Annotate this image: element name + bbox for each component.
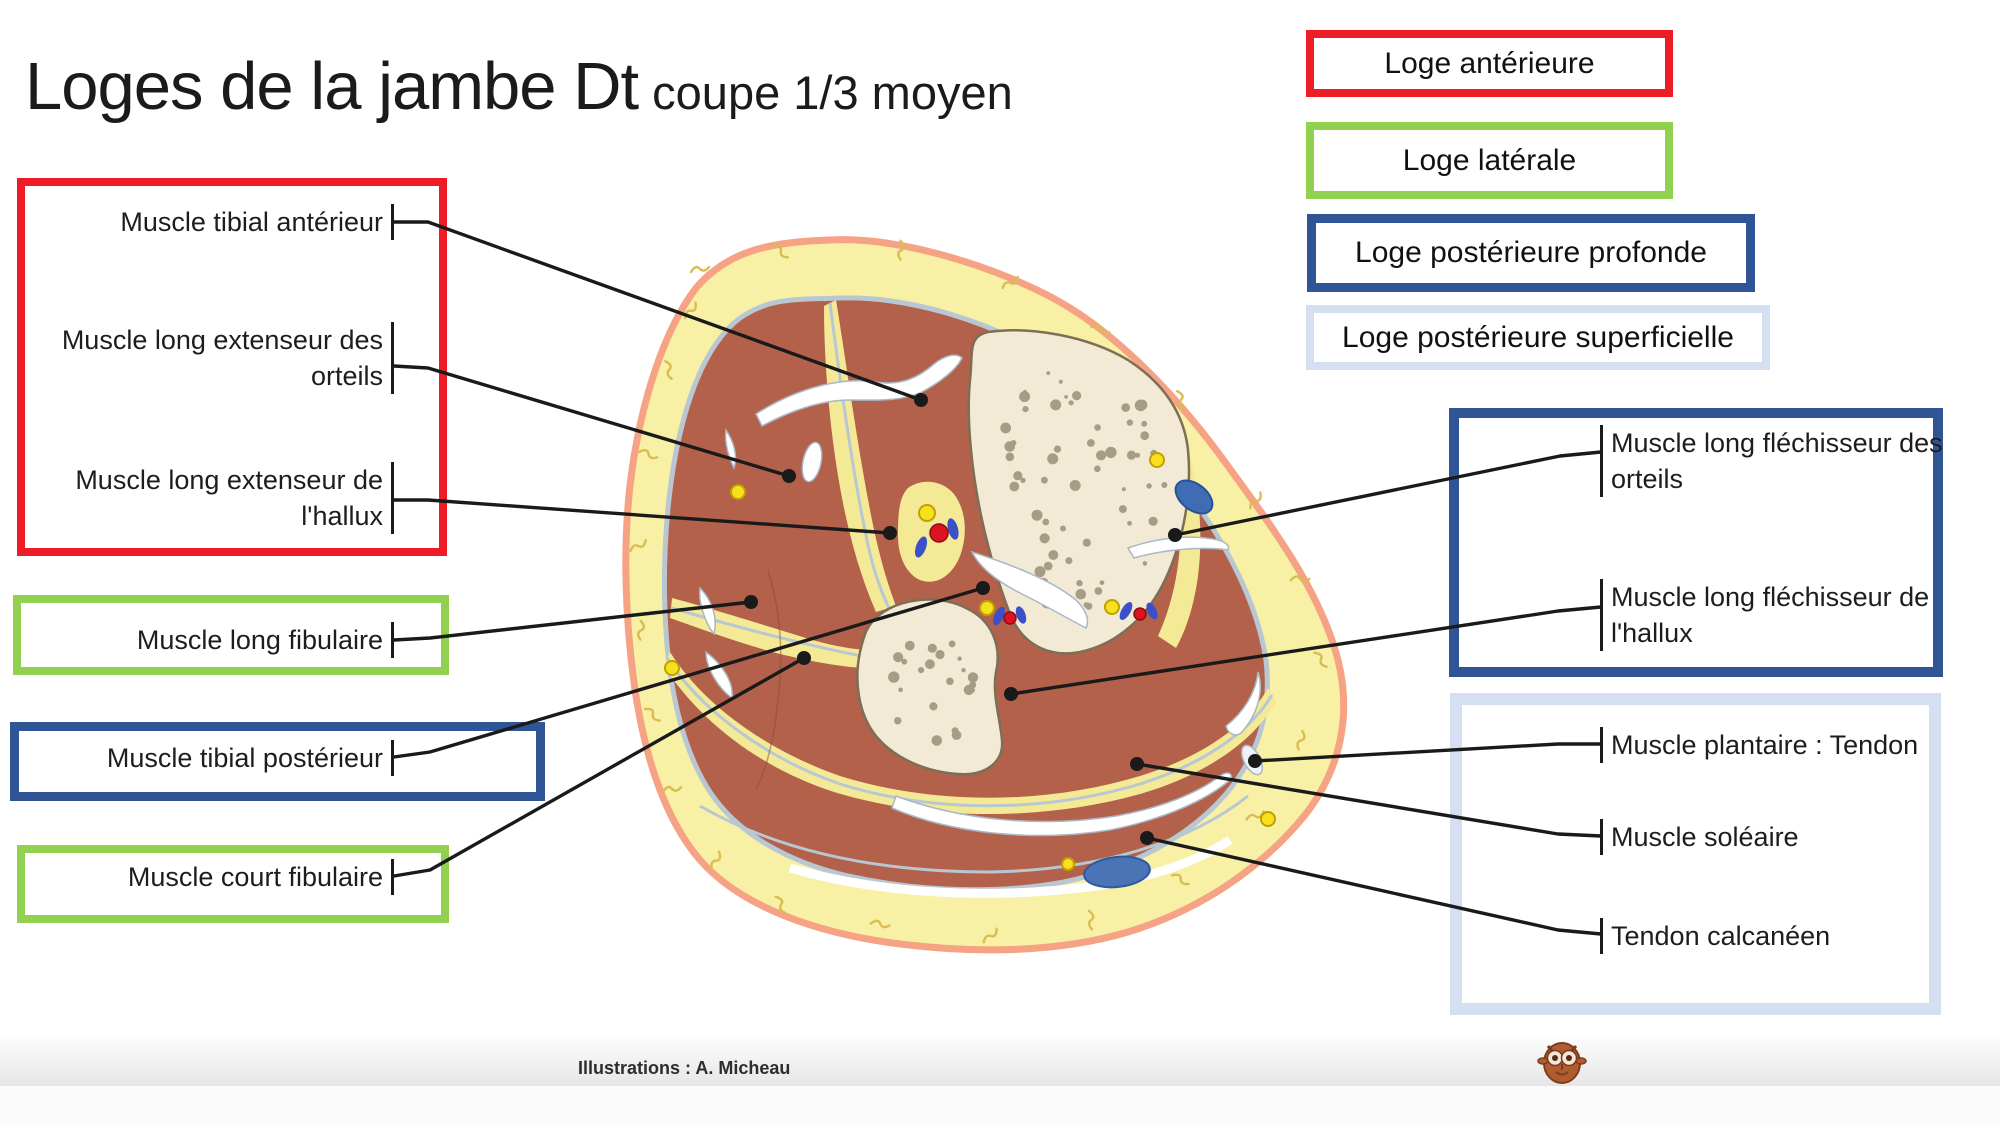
tendon-edl [801, 441, 823, 483]
tendon-tibial-posterieur [970, 550, 1089, 630]
plantaris-tendon [1240, 744, 1264, 776]
legend-loge-laterale: Loge latérale [1306, 122, 1673, 199]
septum-anterior [824, 300, 896, 612]
legend-label: Loge latérale [1402, 143, 1577, 177]
skin-fat-ring [622, 236, 1348, 954]
legend-loge-posterieure-profonde: Loge postérieure profonde [1307, 214, 1755, 292]
muscle-mass [661, 295, 1270, 893]
leader-tick [1600, 819, 1603, 855]
achilles-band [788, 836, 1233, 898]
soleus-aponeurosis [891, 772, 1232, 837]
label-muscle-tibial-posterieur: Muscle tibial postérieur [107, 740, 394, 776]
label-muscle-long-extenseur-orteils: Muscle long extenseur des orteils [62, 322, 394, 394]
vessel-cluster-posterior-tibial [1104, 599, 1158, 621]
fibula-bone [856, 598, 1004, 776]
label-tendon-calcaneen: Tendon calcanéen [1600, 918, 1830, 954]
label-muscle-long-fibulaire: Muscle long fibulaire [137, 622, 394, 658]
label-muscle-long-extenseur-hallux: Muscle long extenseur de l'hallux [75, 462, 394, 534]
footer-gradient-band [0, 1032, 2000, 1086]
leader-tick [391, 204, 394, 240]
septum-lateral [670, 598, 872, 668]
label-muscle-tibial-anterieur: Muscle tibial antérieur [120, 204, 394, 240]
legend-loge-anterieure: Loge antérieure [1306, 30, 1673, 97]
leader-tick [1600, 727, 1603, 763]
label-muscle-soleaire: Muscle soléaire [1600, 819, 1799, 855]
tibia-bone [967, 329, 1191, 655]
tendon-tibial-anterieur [755, 354, 963, 428]
leader-tick [1600, 579, 1603, 651]
vessel-pocket-anterior [898, 481, 965, 582]
saphenous-vein-bottom [1083, 855, 1151, 889]
page-title-sub: coupe 1/3 moyen [652, 66, 1013, 119]
box-loge-anterieure-labels [17, 178, 447, 556]
label-muscle-long-flechisseur-hallux: Muscle long fléchisseur de l'hallux [1600, 579, 1929, 651]
box-loge-laterale-label-2 [17, 845, 449, 923]
legend-label: Loge antérieure [1384, 46, 1595, 80]
leader-tick [391, 859, 394, 895]
legend-label: Loge postérieure profonde [1355, 236, 1707, 269]
illustration-credit: Illustrations : A. Micheau [578, 1058, 791, 1078]
septum-medial [1158, 440, 1201, 648]
leader-tick [391, 462, 394, 534]
septum-transverse [664, 652, 1276, 815]
page-title-main: Loges de la jambe Dt [25, 49, 639, 124]
label-muscle-court-fibulaire: Muscle court fibulaire [128, 859, 394, 895]
leader-tick [1600, 918, 1603, 954]
vessel-cluster-anterior [914, 504, 959, 558]
leader-dots [744, 393, 1262, 845]
legend-label: Loge postérieure superficielle [1342, 320, 1734, 354]
leader-tick [391, 622, 394, 658]
footer-sub-band [0, 1086, 2000, 1125]
legend-loge-posterieure-superficielle: Loge postérieure superficielle [1306, 305, 1770, 370]
leader-tick [1600, 425, 1603, 497]
saphenous-vein-top [1174, 479, 1214, 515]
leader-tick [391, 740, 394, 776]
label-muscle-plantaire-tendon: Muscle plantaire : Tendon [1600, 727, 1918, 763]
box-loge-laterale-label-1 [13, 595, 449, 675]
vessel-cluster-fibular [979, 600, 1027, 626]
leader-tick [391, 322, 394, 394]
label-muscle-long-flechisseur-orteils: Muscle long fléchisseur des orteils [1600, 425, 1943, 497]
superficial-nerves [664, 452, 1276, 871]
